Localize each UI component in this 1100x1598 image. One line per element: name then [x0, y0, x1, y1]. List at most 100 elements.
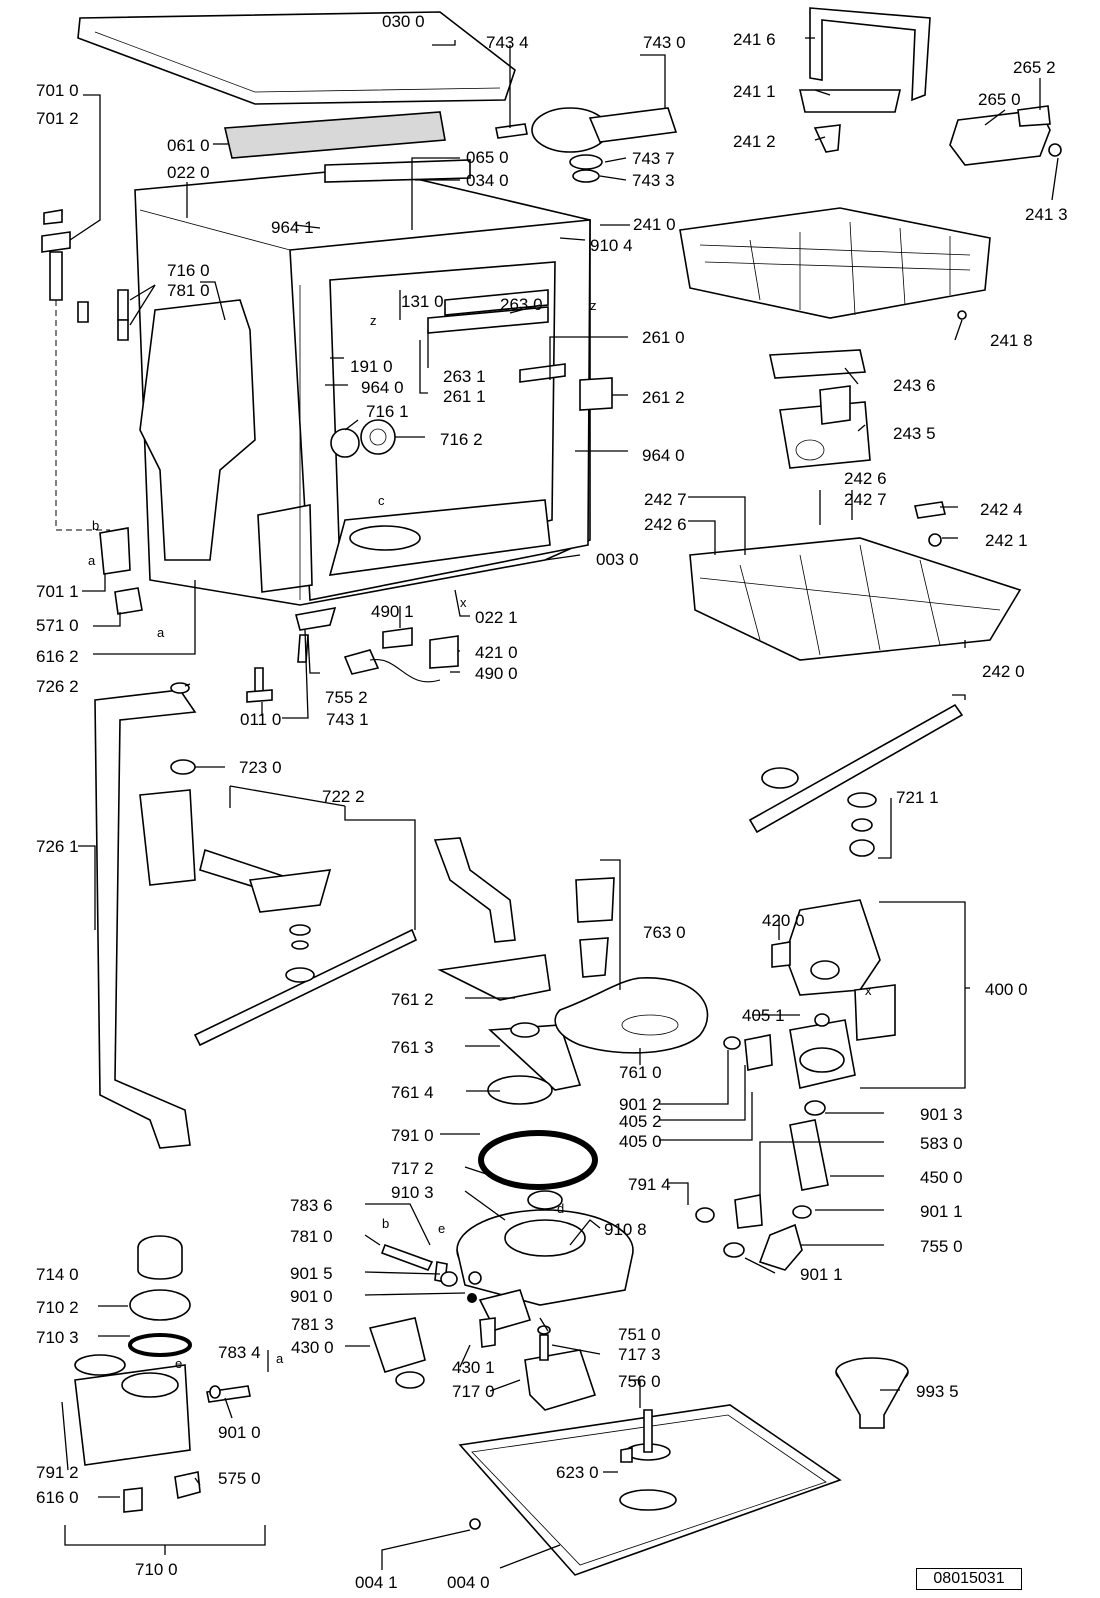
- part-label-7161: 716 1: [366, 402, 409, 421]
- part-label-7102: 710 2: [36, 1298, 79, 1317]
- part-label-7560: 756 0: [618, 1372, 661, 1391]
- connection-mark-e: e: [438, 1221, 445, 1236]
- part-label-7230: 723 0: [239, 758, 282, 777]
- part-label-7170: 717 0: [452, 1382, 495, 1401]
- connection-mark-a: a: [276, 1351, 284, 1366]
- part-label-4500: 450 0: [920, 1168, 963, 1187]
- part-label-7834: 783 4: [218, 1343, 261, 1362]
- part-label-7162: 716 2: [440, 430, 483, 449]
- part-label-7630: 763 0: [643, 923, 686, 942]
- wash-motor-part: [771, 899, 896, 1089]
- part-label-7100: 710 0: [135, 1560, 178, 1579]
- filter-plate-part: [554, 977, 709, 1054]
- part-label-9641: 964 1: [271, 218, 314, 237]
- part-label-2426b: 242 6: [644, 515, 687, 534]
- part-label-9011b: 901 1: [800, 1265, 843, 1284]
- part-label-7914: 791 4: [628, 1175, 671, 1194]
- part-label-2418: 241 8: [990, 331, 1033, 350]
- lower-spray-arm-part: [193, 928, 418, 1047]
- part-label-9013: 901 3: [920, 1105, 963, 1124]
- part-label-0610: 061 0: [167, 136, 210, 155]
- part-label-7813: 781 3: [291, 1315, 334, 1334]
- part-label-2410: 241 0: [633, 215, 676, 234]
- connection-mark-e: e: [175, 1356, 182, 1371]
- connection-mark-b: b: [382, 1216, 389, 1231]
- part-label-6162: 616 2: [36, 647, 79, 666]
- part-label-0110: 011 0: [240, 710, 281, 729]
- part-label-7613: 761 3: [391, 1038, 434, 1057]
- connection-mark-c: c: [378, 493, 385, 508]
- part-label-7103: 710 3: [36, 1328, 79, 1347]
- part-label-7140: 714 0: [36, 1265, 79, 1284]
- cabinet-tub-part: [134, 159, 613, 606]
- adjustable-foot-part: [246, 667, 273, 703]
- connection-mark-d: d: [557, 1201, 564, 1216]
- part-label-2427b: 242 7: [844, 490, 887, 509]
- sump-tube-part: [433, 837, 582, 1105]
- sump-fittings-part: [380, 1243, 496, 1348]
- connection-mark-z: z: [590, 298, 597, 313]
- part-label-9640a: 964 0: [361, 378, 404, 397]
- sump-gasket-part: [478, 1130, 598, 1190]
- part-label-9011a: 901 1: [920, 1202, 963, 1221]
- part-label-2631: 263 1: [443, 367, 486, 386]
- part-label-9010: 901 0: [290, 1287, 333, 1306]
- part-label-4901: 490 1: [371, 602, 414, 621]
- part-label-0041: 004 1: [355, 1573, 398, 1592]
- part-label-2426a: 242 6: [844, 469, 887, 488]
- part-label-7160: 716 0: [167, 261, 210, 280]
- fill-pipe-part: [41, 209, 129, 531]
- part-label-7612: 761 2: [391, 990, 434, 1009]
- part-label-7614: 761 4: [391, 1083, 434, 1102]
- part-label-7836: 783 6: [290, 1196, 333, 1215]
- riser-pipe-part: [94, 682, 197, 1149]
- hinge-lever-part: [295, 606, 337, 663]
- part-label-2412: 241 2: [733, 132, 776, 151]
- part-label-9640b: 964 0: [642, 446, 685, 465]
- sump-part: [456, 1190, 634, 1331]
- part-label-7912: 791 2: [36, 1463, 79, 1482]
- part-label-2612: 261 2: [642, 388, 685, 407]
- worktop-part: [77, 11, 516, 105]
- part-label-7433: 743 3: [632, 171, 675, 190]
- part-label-5710: 571 0: [36, 616, 79, 635]
- pressure-switch-part: [524, 1325, 597, 1411]
- part-label-2436: 243 6: [893, 376, 936, 395]
- part-label-2411: 241 1: [733, 82, 776, 101]
- part-label-4300: 430 0: [291, 1338, 334, 1357]
- insulation-strip-part: [224, 111, 446, 159]
- part-label-9108: 910 8: [604, 1220, 647, 1239]
- diagram-reference-number: 08015031: [916, 1568, 1022, 1590]
- part-label-2424: 242 4: [980, 500, 1023, 519]
- drain-pump-part: [368, 1317, 426, 1389]
- part-label-2610: 261 0: [642, 328, 685, 347]
- part-label-6160: 616 0: [36, 1488, 79, 1507]
- connection-mark-x: x: [865, 983, 872, 998]
- part-label-2435: 243 5: [893, 424, 936, 443]
- part-label-0040: 004 0: [447, 1573, 490, 1592]
- connection-mark-a: a: [88, 553, 96, 568]
- connection-mark-b: b: [92, 518, 99, 533]
- part-label-7010: 701 0: [36, 81, 79, 100]
- salt-reservoir-part: [74, 1235, 251, 1513]
- water-distributor-part: [139, 759, 332, 950]
- part-label-4000: 400 0: [985, 980, 1028, 999]
- part-label-9935: 993 5: [916, 1382, 959, 1401]
- part-label-2413: 241 3: [1025, 205, 1068, 224]
- part-labels: 030 0 743 4 743 0 241 6 265 2 701 0 701 …: [36, 12, 1068, 1592]
- part-label-4052: 405 2: [619, 1112, 662, 1131]
- upper-spray-arm-part: [748, 703, 964, 857]
- part-label-7222: 722 2: [322, 787, 365, 806]
- connection-mark-z: z: [370, 313, 377, 328]
- part-label-0650: 065 0: [466, 148, 509, 167]
- lower-basket-part: [689, 501, 1022, 661]
- drying-vent-part: [495, 107, 678, 183]
- part-label-2611: 261 1: [443, 387, 486, 406]
- part-label-7810: 781 0: [167, 281, 210, 300]
- part-label-5830: 583 0: [920, 1134, 963, 1153]
- part-label-5750: 575 0: [218, 1469, 261, 1488]
- part-label-9103: 910 3: [391, 1183, 434, 1202]
- letter-marks: z z c x x b a a d e e b a: [88, 298, 872, 1371]
- part-label-7434: 743 4: [486, 33, 529, 52]
- upper-basket-part: [679, 207, 991, 319]
